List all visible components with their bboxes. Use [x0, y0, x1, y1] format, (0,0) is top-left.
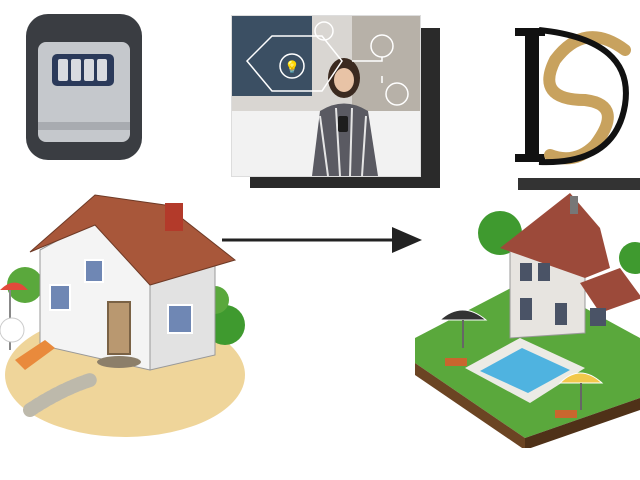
brand-logo: [515, 27, 631, 166]
villa-window: [555, 303, 567, 325]
house-window: [49, 284, 71, 311]
person-shirt: [312, 103, 378, 176]
lockbox-image: [26, 14, 142, 160]
smart-home-scene: 💡: [232, 16, 420, 176]
house-door: [107, 301, 131, 355]
phone: [338, 116, 348, 132]
villa-side-roof: [580, 268, 640, 313]
person-face: [334, 68, 354, 92]
chimney: [165, 203, 183, 231]
umbrella: [0, 282, 28, 290]
villa-with-pool-illustration: [415, 193, 640, 448]
villa-window: [520, 263, 532, 281]
umbrella: [438, 309, 488, 321]
deck-chair: [555, 410, 577, 418]
logo-shadow: [518, 178, 640, 190]
lightbulb-icon: [279, 53, 305, 79]
smart-home-photo: 💡: [231, 15, 421, 177]
svg-text:💡: 💡: [285, 60, 300, 74]
pool: [480, 348, 570, 393]
table: [0, 317, 25, 343]
villa-window: [538, 263, 550, 281]
plain-house-illustration: [0, 194, 245, 437]
deck-chair: [15, 340, 55, 370]
villa-window: [520, 298, 532, 320]
house-window: [167, 304, 193, 334]
umbrella: [558, 372, 604, 384]
villa-roof: [500, 193, 610, 278]
house-window: [84, 259, 104, 283]
house-roof: [29, 194, 237, 286]
arrow-right-icon: [222, 227, 422, 253]
sun-icon: [385, 82, 409, 106]
lockbox-dials[interactable]: [58, 59, 107, 81]
villa-window: [590, 308, 606, 326]
logo-black-d: [538, 27, 629, 166]
thermostat-icon: [314, 21, 334, 41]
deck-chair: [445, 358, 467, 366]
